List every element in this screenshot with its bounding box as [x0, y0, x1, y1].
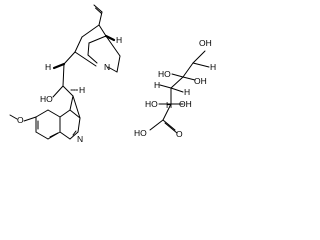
atom-label-h-c9: H	[79, 85, 85, 95]
atom-label-oh-c4: OH	[194, 76, 207, 86]
atom-label-ho-c3: HO	[145, 99, 158, 109]
atom-label-h-bridgehead: H	[116, 35, 122, 45]
atom-label-ho-c5: HO	[158, 69, 171, 79]
atom-label-oh-c6: OH	[199, 38, 212, 48]
atom-label-n-bicyclic: N	[104, 62, 110, 72]
atom-label-h-c3: H	[184, 87, 190, 97]
atom-label-h-c5: H	[210, 62, 216, 72]
atom-label-ho-acid: HO	[134, 128, 147, 138]
gluconic-acid-structure: OH H HO OH H H HO OH H HO O	[134, 38, 216, 139]
quinine-structure: N H H HO H O N	[9, 4, 122, 144]
atom-label-h-c4: H	[154, 80, 160, 90]
atom-label-ho: HO	[40, 94, 53, 104]
chemical-structure-drawing: N H H HO H O N	[0, 0, 232, 156]
atom-label-o-carbonyl: O	[176, 129, 183, 139]
atom-label-h-c2: H	[166, 100, 172, 110]
atom-label-methoxy-o: O	[17, 115, 24, 125]
atom-label-n-quinoline: N	[77, 134, 83, 144]
structure-canvas: N H H HO H O N	[9, 4, 216, 144]
atom-label-oh-c2: OH	[179, 99, 192, 109]
atom-label-h-c8: H	[45, 62, 51, 72]
